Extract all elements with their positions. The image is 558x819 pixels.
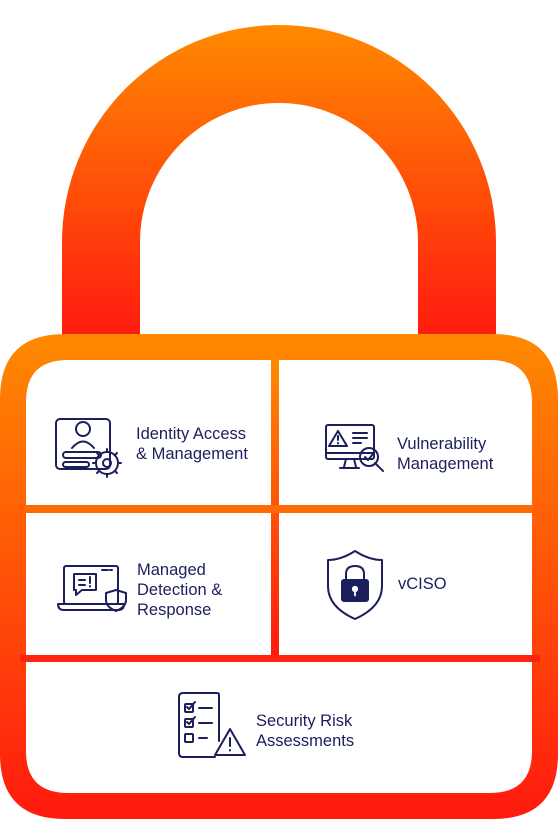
divider-horizontal-bottom — [20, 655, 540, 662]
service-label-identity: Identity Access & Management — [136, 425, 248, 463]
service-vulnerability: Vulnerability Management — [397, 434, 493, 474]
service-label-vciso: vCISO — [398, 575, 447, 593]
service-vciso: vCISO — [398, 574, 447, 594]
shield-lock-icon — [325, 548, 385, 622]
service-label-vulnerability: Vulnerability Management — [397, 435, 494, 473]
laptop-alert-shield-icon — [56, 562, 132, 618]
monitor-warning-magnifier-icon — [323, 422, 389, 474]
service-mdr: Managed Detection & Response — [137, 560, 222, 620]
service-label-risk: Security Risk Assessments — [256, 712, 355, 750]
divider-horizontal-top — [24, 505, 534, 513]
service-identity-access: Identity Access & Management — [136, 424, 248, 464]
id-card-gear-icon — [52, 415, 128, 481]
service-risk-assessment: Security Risk Assessments — [256, 711, 354, 751]
service-label-mdr: Managed Detection & Response — [137, 561, 223, 619]
checklist-warning-icon — [175, 691, 247, 763]
padlock-shackle — [62, 25, 496, 338]
